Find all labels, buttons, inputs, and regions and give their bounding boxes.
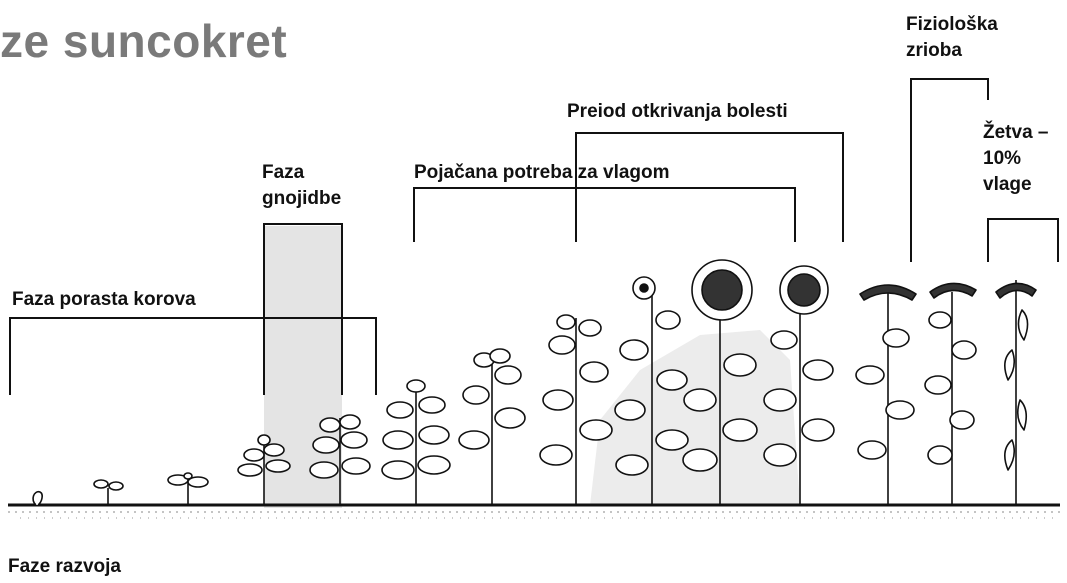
label-disease-detection: Preiod otkrivanja bolesti xyxy=(567,101,788,122)
bracket-disease-detection xyxy=(575,132,844,242)
bracket-maturity xyxy=(910,78,989,262)
plant-stage-6 xyxy=(381,379,451,505)
label-harvest-line2: 10% xyxy=(983,148,1022,169)
plant-stage-8 xyxy=(539,314,613,505)
ground xyxy=(8,503,1060,519)
bracket-weed-growth xyxy=(9,317,377,395)
plant-stage-12 xyxy=(855,284,917,505)
label-harvest-line1: Žetva – xyxy=(983,122,1049,143)
plant-stage-14 xyxy=(995,280,1037,505)
label-harvest: Žetva – 10% vlage xyxy=(983,120,1048,198)
page-title: ze suncokret xyxy=(0,15,288,67)
plant-stage-3 xyxy=(167,472,209,505)
brackets xyxy=(9,78,1059,395)
plant-stage-4 xyxy=(237,434,291,505)
plant-stage-13 xyxy=(924,282,977,505)
label-fertilization-line2: gnojidbe xyxy=(262,188,342,209)
plant-stage-2 xyxy=(93,479,124,505)
bracket-fertilization xyxy=(263,223,343,395)
label-physiological-maturity: Fiziološka zrioba xyxy=(906,12,998,64)
plant-stage-7 xyxy=(458,348,526,505)
plant-stage-9 xyxy=(614,276,689,505)
footer-label: Faze razvoja xyxy=(8,556,121,577)
plant-stage-10 xyxy=(682,259,758,505)
label-harvest-line3: vlage xyxy=(983,174,1032,195)
plant-stage-5 xyxy=(309,414,371,505)
label-fertilization-line1: Faza xyxy=(262,162,305,183)
label-maturity-line1: Fiziološka xyxy=(906,14,998,35)
bracket-harvest xyxy=(987,218,1059,262)
label-fertilization: Faza gnojidbe xyxy=(262,160,341,212)
label-weed-growth: Faza porasta korova xyxy=(12,289,196,310)
plant-stage-11 xyxy=(763,265,835,505)
label-moisture-need: Pojačana potreba za vlagom xyxy=(414,162,670,183)
bracket-moisture-need xyxy=(413,187,796,242)
plant-stage-1 xyxy=(32,490,43,506)
label-maturity-line2: zrioba xyxy=(906,40,962,61)
